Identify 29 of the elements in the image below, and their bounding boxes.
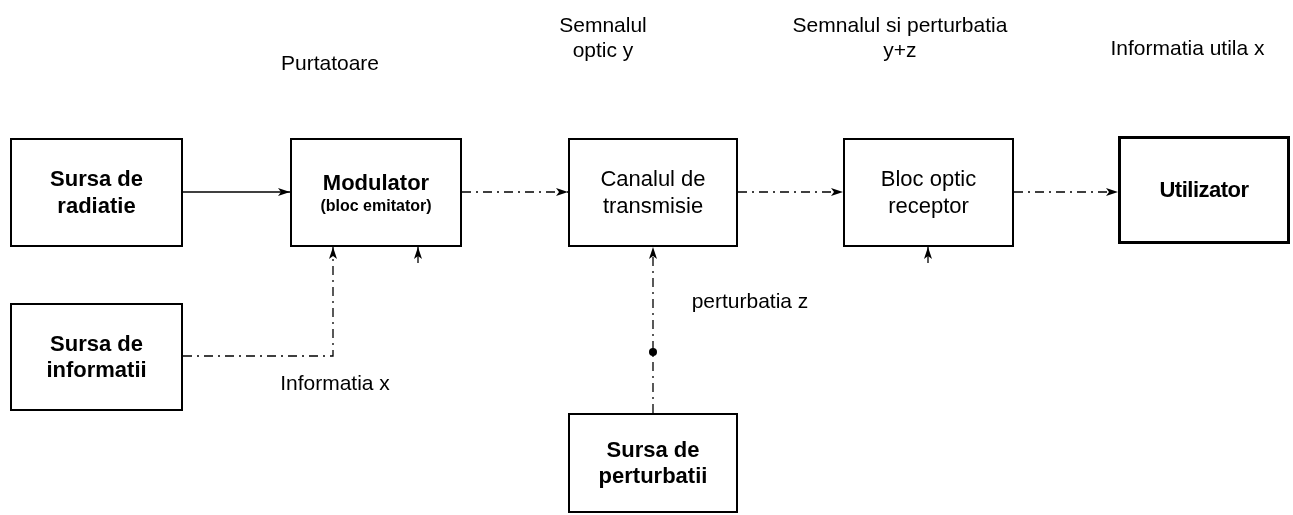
signal-label: perturbatia z: [690, 288, 810, 314]
process-box: [10, 303, 183, 411]
box-title: Sursa de radiatie: [49, 166, 144, 219]
arrow: [924, 246, 932, 264]
process-box: [10, 138, 183, 247]
arrow: [1013, 188, 1119, 196]
signal-label: Semnalul optic y: [558, 12, 648, 63]
signal-label: Semnalul si perturbatia y+z: [791, 12, 1009, 63]
box-title: Modulator: [322, 169, 430, 197]
arrow: [461, 188, 569, 196]
arrow: [182, 246, 337, 357]
arrow: [182, 188, 291, 196]
process-box: [1118, 136, 1290, 244]
box-title: Bloc optic receptor: [879, 166, 978, 219]
signal-label: Informatia x: [279, 370, 391, 396]
arrow: [649, 246, 657, 414]
box-title: Sursa de informatii: [45, 330, 148, 384]
process-box: [843, 138, 1014, 247]
signal-label: Purtatoare: [279, 50, 381, 76]
process-box: [290, 138, 462, 247]
box-title: Canalul de transmisie: [599, 166, 707, 219]
arrow: [414, 246, 422, 264]
box-subtitle: (bloc emitator): [320, 196, 432, 216]
process-box: [568, 413, 738, 513]
box-title: Sursa de perturbatii: [597, 436, 709, 490]
box-title: Utilizator: [1159, 176, 1249, 204]
arrow: [737, 188, 844, 196]
signal-label: Informatia utila x: [1109, 35, 1266, 61]
process-box: [568, 138, 738, 247]
